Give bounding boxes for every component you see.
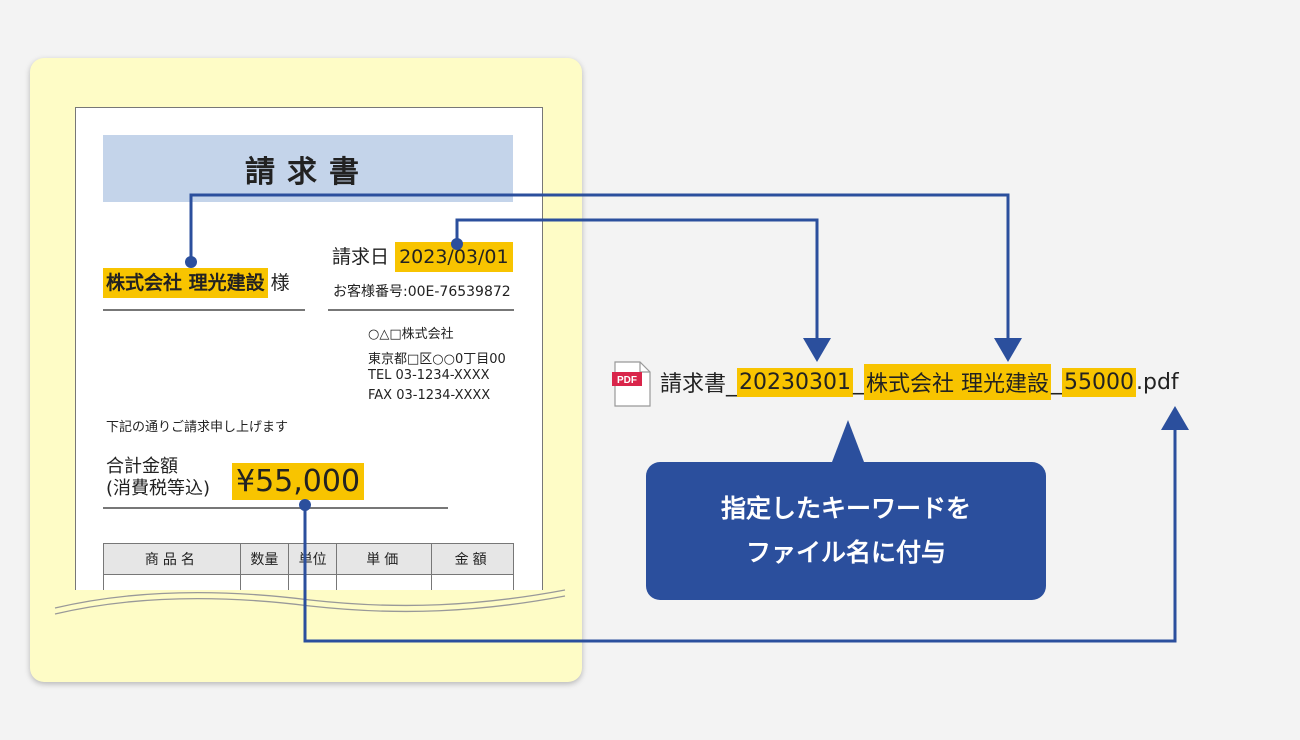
items-table-header: 商品名 数量 単位 単価 金額 xyxy=(103,543,514,575)
pdf-label: PDF xyxy=(617,375,637,386)
customer-number: お客様番号:00E-76539872 xyxy=(333,284,511,300)
filename-prefix: 請求書_ xyxy=(660,372,738,397)
issuer-company: ○△□株式会社 xyxy=(368,327,454,342)
date-arrow xyxy=(455,218,819,340)
date-dot xyxy=(451,238,463,250)
filename-company: 株式会社 理光建設 xyxy=(864,364,1051,400)
col-amount: 金額 xyxy=(431,543,514,575)
filename-sep1: _ xyxy=(853,369,864,395)
amount-dot xyxy=(299,499,311,511)
filename-date: 20230301 xyxy=(737,367,853,397)
total-amount: ¥55,000 xyxy=(232,463,365,500)
invoice-message: 下記の通りご請求申し上げます xyxy=(106,420,289,435)
company-arrow xyxy=(189,193,1010,340)
pdf-icon: PDF xyxy=(612,361,651,407)
company-arrowhead xyxy=(994,338,1022,362)
torn-edge xyxy=(40,589,580,628)
callout-pointer xyxy=(832,420,864,462)
col-item-name: 商品名 xyxy=(103,543,241,575)
callout-line-1: 指定したキーワードを xyxy=(720,494,971,523)
output-filename: 請求書_20230301_株式会社 理光建設_55000.pdf xyxy=(660,364,1179,400)
total-value: ¥55,000 xyxy=(232,463,365,500)
company-dot xyxy=(185,256,197,268)
customer-name: 株式会社 理光建設 xyxy=(103,268,268,298)
filename-ext: .pdf xyxy=(1136,369,1179,395)
col-quantity: 数量 xyxy=(239,543,290,575)
col-unit-price: 単価 xyxy=(336,543,433,575)
wave-line-2 xyxy=(54,595,566,615)
customer-line: 株式会社 理光建設様 xyxy=(103,268,290,298)
amount-arrowhead xyxy=(1161,406,1189,430)
issuer-tel: TEL 03-1234-XXXX xyxy=(368,368,490,383)
invoice-title: 請求書 xyxy=(103,135,513,202)
total-label-1: 合計金額 xyxy=(106,456,178,477)
date-value: 2023/03/01 xyxy=(395,242,513,272)
total-underline xyxy=(103,507,448,509)
customer-underline xyxy=(103,309,305,311)
date-line: 請求日 2023/03/01 xyxy=(332,242,513,272)
filename-sep2: _ xyxy=(1051,369,1062,395)
total-label-2: (消費税等込) xyxy=(106,478,211,499)
wave-line-1 xyxy=(54,589,566,609)
pdf-badge xyxy=(612,372,642,386)
date-arrowhead xyxy=(803,338,831,362)
date-label: 請求日 xyxy=(332,246,390,268)
issuer-fax: FAX 03-1234-XXXX xyxy=(368,388,491,403)
filename-amount: 55000 xyxy=(1062,367,1136,397)
date-underline xyxy=(328,309,514,311)
issuer-address: 東京都□区○○0丁目00 xyxy=(368,352,506,367)
callout-box: 指定したキーワードを ファイル名に付与 xyxy=(646,462,1046,600)
total-label: 合計金額 (消費税等込) xyxy=(106,456,210,500)
invoice-title-text: 請求書 xyxy=(245,154,371,190)
customer-suffix: 様 xyxy=(270,272,290,294)
amount-arrow xyxy=(303,428,1177,643)
callout-line-2: ファイル名に付与 xyxy=(745,538,946,567)
